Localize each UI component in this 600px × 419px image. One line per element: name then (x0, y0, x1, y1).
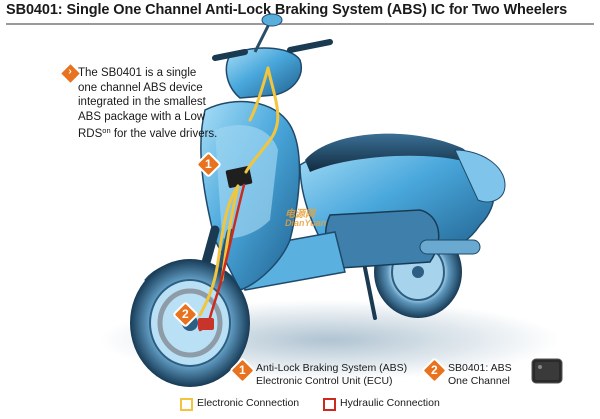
brake-caliper (198, 318, 214, 330)
watermark-en: DianYuan (285, 218, 327, 228)
legend-1-line-2: Electronic Control Unit (ECU) (256, 375, 393, 387)
hydraulic-connection-label: Hydraulic Connection (340, 397, 440, 409)
rds-text: RDS (78, 128, 103, 140)
intro-line-1: The SB0401 is a single (78, 67, 197, 79)
legend-2-line-1: SB0401: ABS (448, 362, 512, 374)
legend-2-line-2: One Channel (448, 375, 510, 387)
intro-line-5-rest: for the valve drivers. (110, 128, 218, 140)
electronic-connection-label: Electronic Connection (197, 397, 300, 409)
exhaust (419, 239, 481, 255)
legend-2-label: SB0401: ABS One Channel (448, 362, 512, 388)
intro-description: The SB0401 is a single one channel ABS d… (78, 66, 263, 142)
intro-line-4: ABS package with a Low (78, 110, 206, 123)
legend-1-number: 1 (239, 363, 246, 377)
watermark-cn: 电源网 (285, 209, 315, 220)
intro-line-2: one channel ABS device (78, 81, 203, 94)
callout-2-number: 2 (182, 307, 189, 321)
electronic-wiring (198, 66, 280, 317)
title-divider (6, 23, 594, 25)
electronic-connection-swatch (180, 398, 193, 411)
hydraulic-connection-swatch (323, 398, 336, 411)
headset (225, 47, 302, 99)
page-title: SB0401: Single One Channel Anti-Lock Bra… (6, 2, 568, 18)
rds-superscript: on (102, 126, 111, 135)
legend-2-number: 2 (431, 363, 438, 377)
kickstand (363, 266, 377, 320)
mirror (261, 13, 283, 27)
legend-1-label: Anti-Lock Braking System (ABS) Electroni… (256, 362, 407, 388)
sb0401-chip-icon (531, 358, 563, 384)
intro-marker-glyph: › (68, 66, 72, 77)
intro-line-5: RDSon for the valve drivers. (78, 124, 263, 142)
mirror-stem (253, 21, 272, 53)
title-bar: SB0401: Single One Channel Anti-Lock Bra… (0, 0, 600, 22)
tail-section (454, 149, 506, 203)
intro-line-3: integrated in the smallest (78, 96, 206, 108)
callout-1-number: 1 (205, 157, 212, 171)
seat (305, 133, 467, 172)
engine (324, 209, 440, 269)
handlebar (212, 39, 333, 61)
legend-1-line-1: Anti-Lock Braking System (ABS) (256, 362, 408, 374)
